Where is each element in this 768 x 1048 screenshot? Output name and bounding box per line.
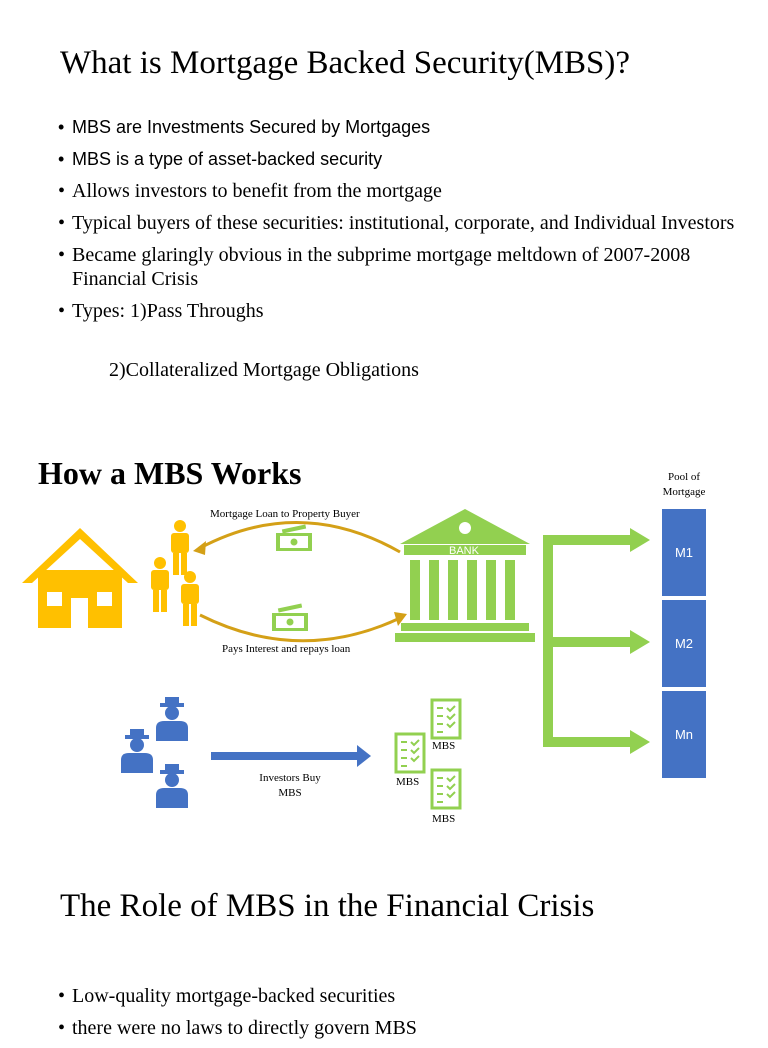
house-icon <box>22 528 138 628</box>
types-second-line: 2)Collateralized Mortgage Obligations <box>109 359 419 381</box>
bank-label: BANK <box>449 545 479 557</box>
mbs-doc-label: MBS <box>432 740 456 752</box>
pool-label: Pool of Mortgage <box>662 471 706 498</box>
pool-item-m2: M2 <box>662 600 706 687</box>
list-item: •there were no laws to directly govern M… <box>58 1017 417 1039</box>
people-icon <box>151 520 199 626</box>
list-item: •Allows investors to benefit from the mo… <box>58 180 442 202</box>
list-item: •Became glaringly obvious in the subprim… <box>58 244 691 290</box>
document-icon <box>430 768 462 810</box>
money-icon <box>276 524 312 551</box>
slide1-title: What is Mortgage Backed Security(MBS)? <box>60 45 631 81</box>
list-item: •Types: 1)Pass Throughs <box>58 300 264 322</box>
buy-arrow <box>211 752 359 760</box>
money-icon <box>272 603 308 631</box>
bank-icon <box>395 509 535 642</box>
list-item: •Typical buyers of these securities: ins… <box>58 212 735 234</box>
investors-icon <box>121 697 188 808</box>
list-item: •MBS is a type of asset-backed security <box>58 149 383 169</box>
list-item: •MBS are Investments Secured by Mortgage… <box>58 117 431 137</box>
distribution-arrows <box>543 528 650 754</box>
investors-label-line2: MBS <box>278 787 302 799</box>
slide3-title: The Role of MBS in the Financial Crisis <box>60 888 595 924</box>
repay-label: Pays Interest and repays loan <box>222 643 351 655</box>
loan-label: Mortgage Loan to Property Buyer <box>210 508 360 520</box>
slide1-bullet-list: •MBS are Investments Secured by Mortgage… <box>58 115 748 331</box>
mbs-doc-label: MBS <box>432 813 456 825</box>
mbs-doc-label: MBS <box>396 776 420 788</box>
document-icon <box>430 698 462 740</box>
slide2-title: How a MBS Works <box>38 455 302 491</box>
pool-item-m1: M1 <box>662 509 706 596</box>
list-item: •Low-quality mortgage-backed securities <box>58 985 396 1007</box>
investors-label-line1: Investors Buy <box>259 772 321 784</box>
mbs-diagram <box>22 509 650 810</box>
pool-item-mn: Mn <box>662 691 706 778</box>
document-icon <box>394 732 426 774</box>
slide3-bullet-list: •Low-quality mortgage-backed securities … <box>58 984 748 1048</box>
